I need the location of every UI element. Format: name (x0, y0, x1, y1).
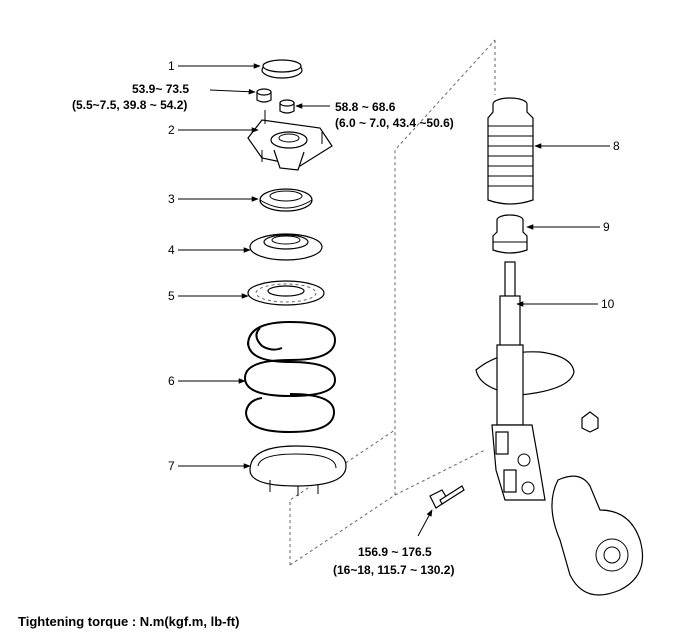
part-2-strut-mount (247, 110, 333, 171)
torque-nut-b-main: 58.8 ~ 68.6 (335, 100, 396, 114)
part-4-spring-upper-pad (249, 233, 323, 261)
part-7-spring-lower-pad (249, 445, 347, 496)
flange-nut (581, 411, 599, 433)
assembly-dashed-outline (289, 39, 496, 566)
part-9-bumper-rubber (492, 214, 528, 254)
part-1-dust-cap (261, 59, 303, 79)
part-3-spring-upper-seat (259, 188, 313, 212)
torque-bolt-main: 156.9 ~ 176.5 (358, 545, 432, 559)
callout-3: 3 (168, 192, 175, 206)
callout-4: 4 (168, 243, 175, 257)
callout-5: 5 (168, 289, 175, 303)
torque-bolt-sub: (16~18, 115.7 ~ 130.2) (333, 563, 454, 577)
callout-9: 9 (603, 220, 610, 234)
part-5-bearing (247, 280, 325, 306)
self-locking-nut-b (279, 99, 295, 114)
torque-nut-a-main: 53.9~ 73.5 (132, 82, 189, 96)
leader-lines (178, 63, 610, 537)
part-8-dust-cover (487, 97, 534, 205)
callout-7: 7 (168, 459, 175, 473)
callout-1: 1 (168, 59, 175, 73)
strut-mounting-bolt (429, 485, 465, 509)
tightening-torque-note: Tightening torque : N.m(kgf.m, lb-ft) (18, 614, 239, 629)
torque-nut-b-sub: (6.0 ~ 7.0, 43.4 ~50.6) (335, 116, 454, 130)
callout-2: 2 (168, 123, 175, 137)
callout-6: 6 (168, 374, 175, 388)
self-locking-nut-a (256, 88, 272, 103)
callout-8: 8 (613, 139, 620, 153)
steering-knuckle (551, 475, 644, 596)
torque-nut-a-sub: (5.5~7.5, 39.8 ~ 54.2) (72, 98, 187, 112)
part-10-strut-assembly (475, 261, 575, 501)
part-6-coil-spring (244, 320, 337, 434)
callout-10: 10 (601, 297, 615, 311)
